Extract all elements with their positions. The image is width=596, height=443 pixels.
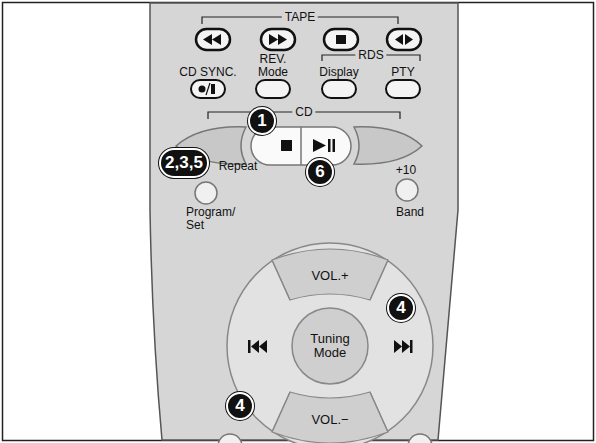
- remote-button: VOL.+: [295, 265, 365, 287]
- button-text: VOL.−: [311, 413, 348, 427]
- remote-button: Tuning Mode: [299, 326, 361, 366]
- button-text: Tuning Mode: [304, 332, 356, 361]
- panel-label: CD: [292, 106, 315, 119]
- panel-label: CD SYNC.: [179, 66, 236, 79]
- panel-label: RDS: [355, 49, 386, 62]
- callout-text: 1: [257, 111, 266, 131]
- button-label: Program/ Set: [186, 206, 238, 231]
- button-text: VOL.+: [311, 269, 348, 283]
- callout-number: 4: [226, 392, 254, 420]
- panel-label: PTY: [391, 66, 414, 79]
- callout-number: 1: [248, 107, 276, 135]
- remote-button: VOL.−: [295, 409, 365, 431]
- panel-label: Band: [396, 206, 424, 219]
- panel-label: REV. Mode: [253, 53, 293, 78]
- callout-text: 6: [315, 162, 324, 182]
- panel-label: TAPE: [282, 11, 318, 24]
- callout-number: 6: [306, 158, 334, 186]
- callout-text: 4: [235, 396, 244, 416]
- panel-label: +10: [396, 164, 416, 177]
- panel-label: Repeat: [219, 160, 258, 173]
- callout-text: 2,3,5: [165, 153, 203, 173]
- callout-number: 2,3,5: [159, 148, 209, 178]
- callout-number: 4: [387, 294, 415, 322]
- callout-text: 4: [396, 298, 405, 318]
- panel-label: Display: [319, 66, 358, 79]
